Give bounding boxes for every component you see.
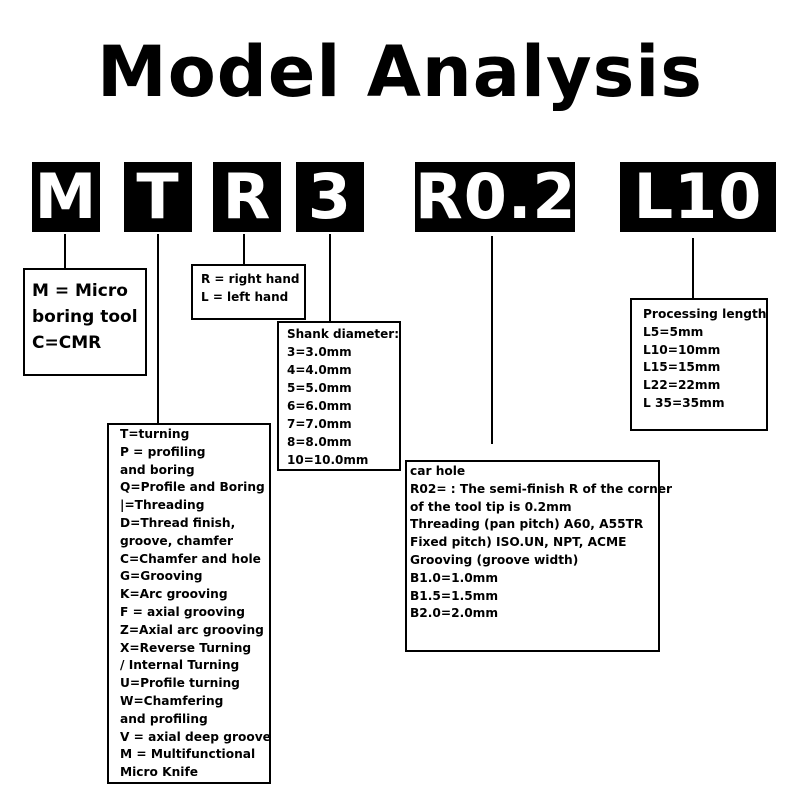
box-line: C=Chamfer and hole	[120, 551, 261, 566]
code-block-t: T	[124, 162, 192, 232]
box-line: U=Profile turning	[120, 676, 240, 691]
box-line: L10=10mm	[643, 342, 721, 357]
connector-m	[64, 234, 66, 268]
box-line: V = axial deep groove	[120, 729, 271, 744]
connector-l10	[692, 238, 694, 298]
box-line: T=turning	[120, 427, 190, 441]
box-line: |=Threading	[120, 498, 205, 513]
code-block-l10: L10	[620, 162, 776, 232]
box-line: and profiling	[120, 711, 208, 726]
box-hand-description: R = right hand L = left hand	[191, 264, 306, 320]
box-line: D=Thread finish,	[120, 515, 236, 530]
page-title: Model Analysis	[97, 31, 703, 113]
box-line: L22=22mm	[643, 378, 721, 393]
box-line: Q=Profile and Boring	[120, 480, 265, 495]
box-line: 4=4.0mm	[287, 363, 352, 377]
box-line: C=CMR	[32, 333, 102, 353]
box-line: boring tool	[32, 307, 138, 327]
box-line: and boring	[120, 462, 195, 477]
box-line: P = profiling	[120, 444, 206, 459]
box-line: M = Multifunctional	[120, 747, 256, 762]
box-line: Micro Knife	[120, 765, 199, 780]
box-line: Z=Axial arc grooving	[120, 622, 264, 637]
box-line: R02= : The semi-finish R of the corner	[410, 481, 673, 496]
connector-r	[243, 234, 245, 264]
box-shank-diameter: Shank diameter: 3=3.0mm 4=4.0mm 5=5.0mm 6=6.…	[277, 321, 401, 471]
code-block-3: 3	[296, 162, 364, 232]
box-line: Threading (pan pitch) A60, A55TR	[410, 517, 644, 532]
box-line: Processing length	[643, 307, 767, 321]
box-line: L5=5mm	[643, 324, 704, 339]
box-line: 3=3.0mm	[287, 345, 352, 359]
connector-3	[329, 234, 331, 321]
box-line: L = left hand	[201, 290, 289, 304]
box-line: groove, chamfer	[120, 533, 233, 548]
box-line: L 35=35mm	[643, 395, 725, 410]
code-block-r: R	[213, 162, 281, 232]
connector-t	[157, 234, 159, 423]
box-line: B2.0=2.0mm	[410, 606, 499, 621]
box-line: Fixed pitch) ISO.UN, NPT, ACME	[410, 535, 627, 550]
box-line: car hole	[410, 464, 466, 478]
box-line: Shank diameter:	[287, 327, 400, 341]
box-line: 7=7.0mm	[287, 417, 352, 431]
box-line: X=Reverse Turning	[120, 640, 252, 655]
box-line: F = axial grooving	[120, 604, 245, 619]
box-line: / Internal Turning	[120, 658, 240, 673]
box-line: L15=15mm	[643, 360, 721, 375]
box-line: B1.0=1.0mm	[410, 570, 499, 585]
box-line: R = right hand	[201, 272, 300, 286]
box-line: Grooving (groove width)	[410, 552, 579, 567]
box-line: of the tool tip is 0.2mm	[410, 499, 572, 514]
box-line: 10=10.0mm	[287, 453, 369, 467]
box-line: G=Grooving	[120, 569, 203, 584]
box-line: 8=8.0mm	[287, 435, 352, 449]
box-line: M = Micro	[32, 281, 128, 301]
box-line: B1.5=1.5mm	[410, 588, 499, 603]
box-line: 6=6.0mm	[287, 399, 352, 413]
box-line: W=Chamfering	[120, 693, 224, 708]
box-line: K=Arc grooving	[120, 587, 228, 602]
code-block-r02: R0.2	[415, 160, 577, 233]
connector-r02	[491, 236, 493, 444]
box-line: 5=5.0mm	[287, 381, 352, 395]
code-block-m: M	[32, 162, 100, 232]
